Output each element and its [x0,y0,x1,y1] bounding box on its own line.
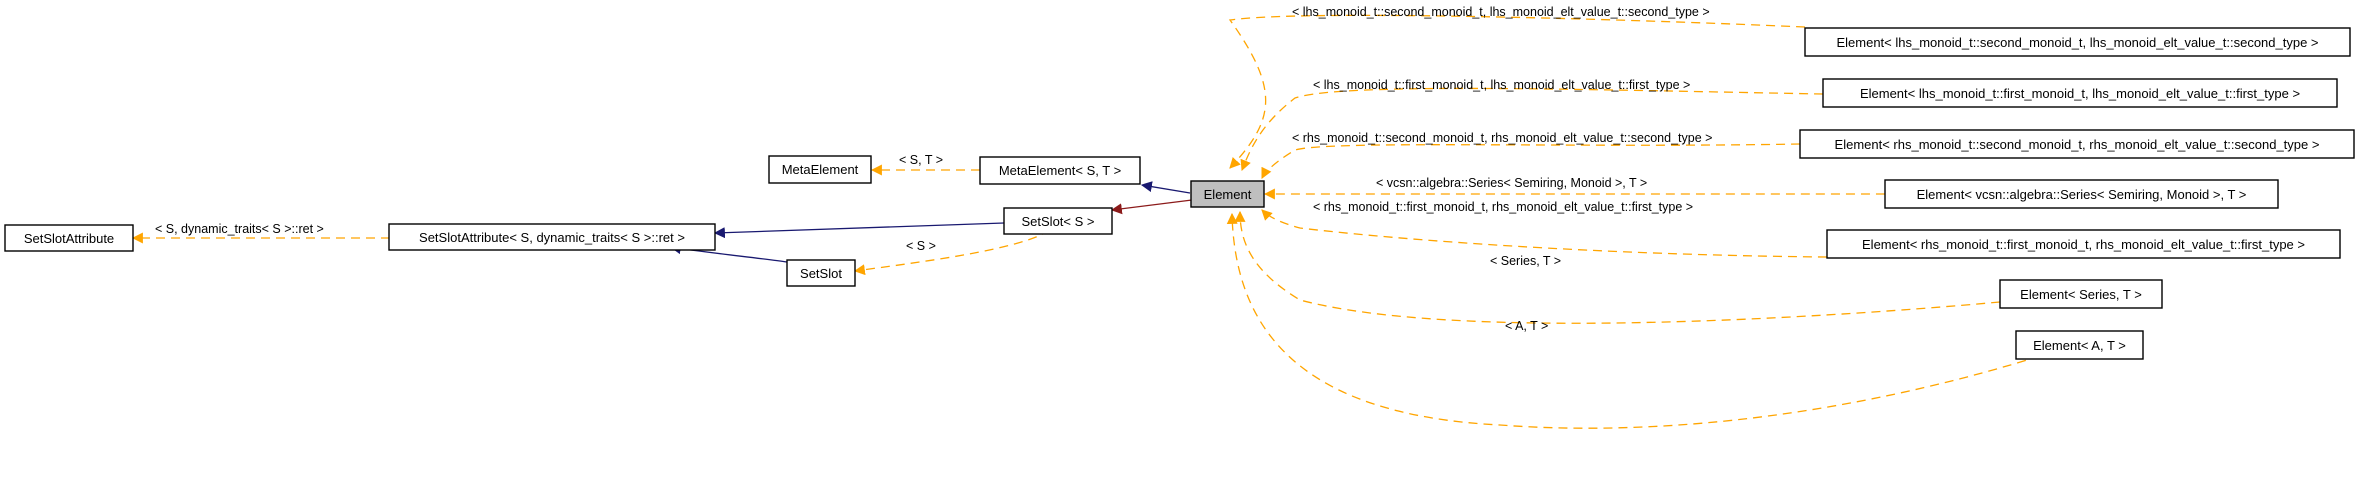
node-setslot-attribute-dyn[interactable]: SetSlotAttribute< S, dynamic_traits< S >… [388,223,716,251]
node-el-rhs-second[interactable]: Element< rhs_monoid_t::second_monoid_t, … [1799,129,2355,159]
edge-setslot-template [853,229,1051,276]
edge-label-vcsn-series: < vcsn::algebra::Series< Semiring, Monoi… [1376,176,1647,190]
node-meta-element[interactable]: MetaElement [768,155,872,184]
edge-el-lhs-second [1228,14,1806,169]
edge-label-s-dyn: < S, dynamic_traits< S >::ret > [155,222,324,236]
node-setslot-s[interactable]: SetSlot< S > [1003,207,1113,235]
edges [131,14,2041,429]
edge-el-series-t [1234,210,2001,324]
edge-label-s: < S > [906,239,936,253]
node-el-series-t[interactable]: Element< Series, T > [1999,279,2163,309]
edge-setslot-s-to-attr-dyn [713,222,1005,239]
edge-label-series-t: < Series, T > [1490,254,1561,268]
edge-el-lhs-first [1240,87,1824,172]
node-meta-element-st[interactable]: MetaElement< S, T > [979,156,1141,185]
node-el-a-t-label: Element< A, T > [2033,338,2126,353]
node-meta-element-label: MetaElement [782,162,859,177]
node-el-rhs-second-label: Element< rhs_monoid_t::second_monoid_t, … [1835,137,2320,152]
edge-label-s-t: < S, T > [899,153,943,167]
node-el-lhs-second[interactable]: Element< lhs_monoid_t::second_monoid_t, … [1804,27,2351,57]
edge-labels: < lhs_monoid_t::second_monoid_t, lhs_mon… [155,5,1712,333]
node-setslot-attribute[interactable]: SetSlotAttribute [4,224,134,252]
node-setslot-s-label: SetSlot< S > [1022,214,1095,229]
node-element-label: Element [1204,187,1252,202]
node-el-vcsn-series-label: Element< vcsn::algebra::Series< Semiring… [1917,187,2247,202]
node-setslot-attribute-label: SetSlotAttribute [24,231,114,246]
edge-label-a-t: < A, T > [1505,319,1548,333]
edge-el-rhs-second [1261,143,1801,179]
node-setslot[interactable]: SetSlot [786,259,856,287]
node-el-rhs-first-label: Element< rhs_monoid_t::first_monoid_t, r… [1862,237,2305,252]
node-el-vcsn-series[interactable]: Element< vcsn::algebra::Series< Semiring… [1884,179,2279,209]
edge-label-lhs-second: < lhs_monoid_t::second_monoid_t, lhs_mon… [1292,5,1710,19]
node-el-lhs-first-label: Element< lhs_monoid_t::first_monoid_t, l… [1860,86,2300,101]
edge-el-rhs-first [1261,209,1828,258]
node-element[interactable]: Element [1190,180,1265,208]
node-setslot-attribute-dyn-label: SetSlotAttribute< S, dynamic_traits< S >… [419,230,685,245]
node-el-rhs-first[interactable]: Element< rhs_monoid_t::first_monoid_t, r… [1826,229,2341,259]
edge-label-rhs-second: < rhs_monoid_t::second_monoid_t, rhs_mon… [1292,131,1712,145]
node-el-lhs-first[interactable]: Element< lhs_monoid_t::first_monoid_t, l… [1822,78,2338,108]
node-setslot-label: SetSlot [800,266,842,281]
edge-label-lhs-first: < lhs_monoid_t::first_monoid_t, lhs_mono… [1313,78,1690,92]
edge-element-to-setslot-s [1110,199,1193,215]
node-el-a-t[interactable]: Element< A, T > [2015,330,2144,360]
node-el-lhs-second-label: Element< lhs_monoid_t::second_monoid_t, … [1836,35,2318,50]
node-meta-element-st-label: MetaElement< S, T > [999,163,1121,178]
edge-label-rhs-first: < rhs_monoid_t::first_monoid_t, rhs_mono… [1313,200,1693,214]
node-el-series-t-label: Element< Series, T > [2020,287,2142,302]
edge-metaelement-st-to-element [1140,181,1191,194]
